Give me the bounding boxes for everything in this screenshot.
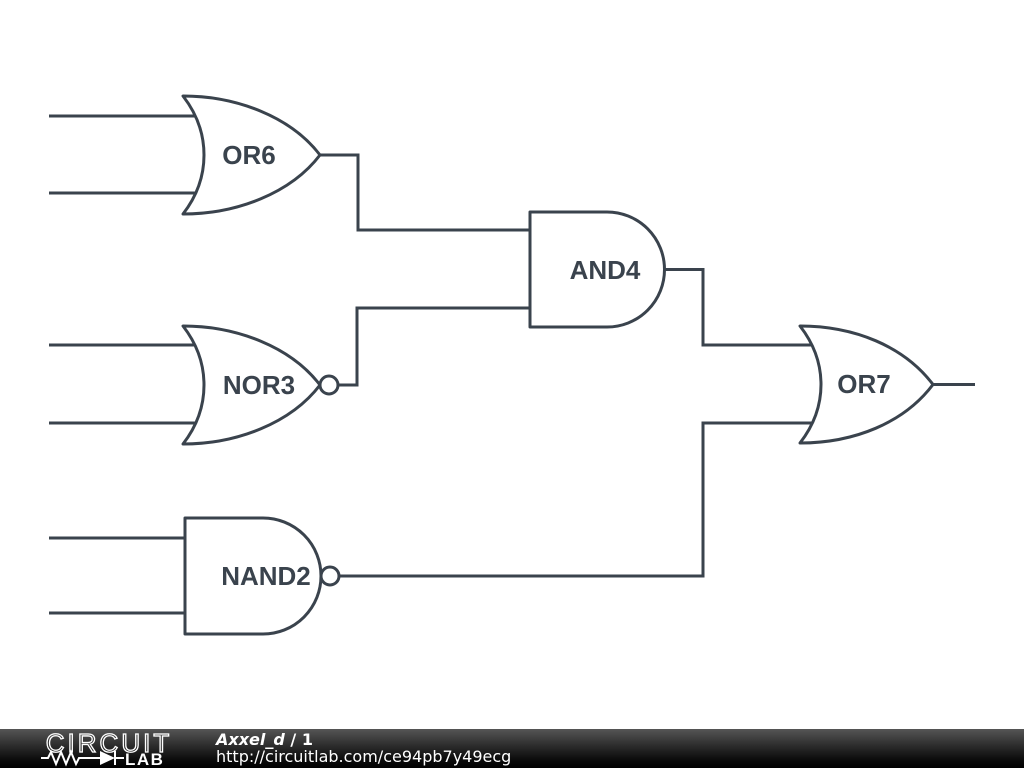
gate-nand2: NAND2	[183, 516, 341, 636]
page-number: 1	[301, 730, 313, 749]
or7-body	[798, 324, 935, 445]
nand2-inverter-bubble	[319, 565, 341, 587]
schematic-url: http://circuitlab.com/ce94pb7y49ecg	[216, 747, 512, 766]
nand2-label: NAND2	[221, 561, 311, 591]
footer-bar: CIRCUIT LAB Axxel_d / 1 http://circuitla…	[0, 727, 1024, 768]
schematic-title: Axxel_d	[216, 730, 285, 749]
schematic-title-line: Axxel_d / 1	[216, 731, 511, 748]
nor3-label: NOR3	[223, 370, 295, 400]
or6-body	[181, 94, 322, 216]
nor3-inverter-bubble	[318, 374, 340, 396]
or6-label: OR6	[222, 140, 275, 170]
wire-nand2-to-or7	[339, 421, 824, 578]
wire-and4-to-or7	[663, 268, 824, 347]
footer-text-block: Axxel_d / 1 http://circuitlab.com/ce94pb…	[216, 731, 511, 766]
gate-and4: AND4	[528, 210, 666, 329]
gate-nor3: NOR3	[181, 324, 340, 446]
nor3-body	[181, 324, 322, 446]
resistor-diode-icon	[41, 749, 124, 767]
circuitlab-logo: CIRCUIT LAB	[41, 727, 172, 768]
schematic-canvas: OR6 NOR3 NAND2 AND4 OR7	[49, 94, 975, 636]
logo-lab-text: LAB	[125, 750, 164, 768]
gate-or7: OR7	[798, 324, 935, 445]
and4-body	[528, 210, 666, 329]
or7-label: OR7	[837, 369, 890, 399]
wire-or6-to-and4	[318, 153, 532, 232]
gate-or6: OR6	[181, 94, 322, 216]
title-separator: /	[290, 730, 297, 749]
logo-circuit-text: CIRCUIT	[46, 728, 172, 758]
and4-label: AND4	[570, 255, 641, 285]
wire-nor3-to-and4	[338, 306, 532, 387]
